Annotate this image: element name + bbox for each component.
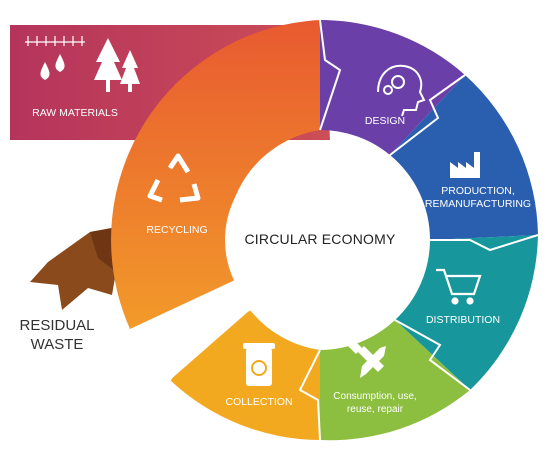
design-segment [320,20,465,155]
recycle-icon [147,153,201,203]
consumption-label-line2: reuse, repair [347,404,404,415]
segment-dividers [169,19,539,441]
collection-label: COLLECTION [225,396,292,408]
distribution-label: DISTRIBUTION [426,314,500,326]
droplets-icon [40,54,65,80]
trees-icon [94,38,140,92]
distribution-segment [395,235,538,390]
production-label-line1: PRODUCTION, [441,185,515,197]
plantation-icon [25,36,85,46]
tools-icon [348,340,386,378]
gear-head-icon [377,64,426,117]
raw-materials-label: RAW MATERIALS [32,107,118,119]
recycle-bin-icon [243,343,275,386]
shopping-cart-icon [436,268,482,305]
recycling-label: RECYCLING [146,224,207,236]
production-label-line2: REMANUFACTURING [425,198,531,210]
consumption-label-line1: Consumption, use, [333,391,416,402]
collection-segment [170,310,320,440]
recycling-segment [111,20,320,329]
center-circle [225,145,415,335]
residual-waste-label-line2: WASTE [31,336,84,353]
residual-waste-label-line1: RESIDUAL [19,317,94,334]
design-label: DESIGN [365,115,405,127]
factory-icon [450,152,480,178]
production-segment [390,75,538,240]
center-label: CIRCULAR ECONOMY [245,231,396,247]
